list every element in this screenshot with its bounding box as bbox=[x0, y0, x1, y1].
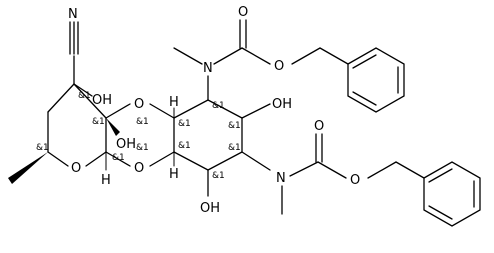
atom-o-carbamate-upper-ester: O bbox=[274, 59, 284, 74]
benzene-upper bbox=[347, 47, 405, 113]
atom-h-upper-fusion: H bbox=[169, 95, 179, 110]
atom-h-lower-fusion: H bbox=[169, 167, 179, 182]
atom-o-carbamate-lower-carbonyl: O bbox=[314, 119, 324, 134]
bond-c2-o1 bbox=[47, 151, 69, 167]
bond-wedge-oh-center bbox=[106, 118, 120, 136]
stereo-label-c4: &1 bbox=[78, 91, 91, 101]
atom-oh-upper-right: OH bbox=[272, 97, 292, 112]
bond-c4-c4a bbox=[73, 83, 107, 119]
bond-c7-oh bbox=[241, 103, 271, 119]
bond-c10a-o-lower bbox=[105, 151, 131, 167]
atom-n-upper: N bbox=[203, 61, 213, 76]
atom-oh-bottom: OH bbox=[200, 201, 220, 216]
atom-h-anomeric: H bbox=[101, 173, 111, 188]
bond-o-lower-c9a bbox=[149, 151, 175, 167]
stereo-label-c4a: &1 bbox=[92, 117, 105, 127]
stereo-label-c10a: &1 bbox=[112, 153, 125, 163]
bond-o1-c10a bbox=[85, 151, 107, 167]
bond-n-upper-methyl bbox=[173, 47, 203, 65]
bond-c8-c9 bbox=[207, 151, 243, 171]
benzene-lower-double-3 bbox=[428, 205, 453, 220]
bond-carbonyl-upper-ester bbox=[241, 47, 271, 65]
bond-n-lower-carbonyl bbox=[289, 161, 319, 177]
stereo-label-c-extra-2: &1 bbox=[136, 117, 149, 127]
atom-oh-center: OH bbox=[116, 137, 136, 152]
bond-c9-c9a bbox=[173, 151, 209, 171]
stereo-label-c6: &1 bbox=[212, 101, 225, 111]
bonds bbox=[8, 19, 481, 227]
stereo-label-c7: &1 bbox=[228, 121, 241, 131]
stereo-label-c5a: &1 bbox=[178, 119, 191, 129]
bond-c8-n-lower bbox=[241, 151, 271, 171]
stereo-label-c8: &1 bbox=[228, 143, 241, 153]
bond-ester-lower-ch2 bbox=[367, 161, 397, 179]
atom-n-cyano: N bbox=[68, 7, 78, 22]
bond-ch2-lower-ring bbox=[395, 161, 425, 179]
bond-ester-upper-ch2 bbox=[291, 47, 321, 65]
atom-labels: N OH OH O O O H H H N O O OH OH N O O bbox=[68, 5, 360, 216]
benzene-upper-double-3 bbox=[352, 91, 377, 106]
stereo-labels: &1 &1 &1 &1 &1 &1 &1 &1 &1 &1 &1 &1 bbox=[36, 91, 241, 181]
benzene-lower bbox=[423, 161, 481, 227]
atom-oh-top-left: OH bbox=[92, 93, 112, 108]
atom-n-lower: N bbox=[276, 171, 286, 186]
bond-c4a-o-upper bbox=[105, 103, 131, 119]
atom-o-ring-upper: O bbox=[134, 97, 144, 112]
bond-o-upper-c5a bbox=[149, 103, 175, 119]
bond-wedge-methyl bbox=[8, 152, 48, 184]
atom-o-carbamate-upper-carbonyl: O bbox=[238, 5, 248, 20]
atom-o-pyran: O bbox=[71, 161, 81, 176]
stereo-label-c2: &1 bbox=[36, 143, 49, 153]
benzene-lower-double-1 bbox=[428, 168, 453, 183]
bond-c5a-c6 bbox=[173, 99, 209, 119]
stereo-label-c9: &1 bbox=[212, 171, 225, 181]
bond-c4-c3 bbox=[47, 83, 75, 113]
bond-carbonyl-lower-ester bbox=[317, 161, 347, 179]
benzene-upper-double-1 bbox=[352, 54, 377, 69]
bond-ch2-upper-ring bbox=[319, 47, 349, 65]
bond-c4-oh bbox=[73, 83, 93, 97]
atom-o-carbamate-lower-ester: O bbox=[350, 173, 360, 188]
stereo-label-c9a: &1 bbox=[178, 141, 191, 151]
bond-n-upper-carbonyl bbox=[213, 47, 243, 65]
atom-o-ring-lower: O bbox=[134, 161, 144, 176]
bond-c6-c7 bbox=[207, 99, 243, 119]
stereo-label-c-extra-1: &1 bbox=[136, 143, 149, 153]
